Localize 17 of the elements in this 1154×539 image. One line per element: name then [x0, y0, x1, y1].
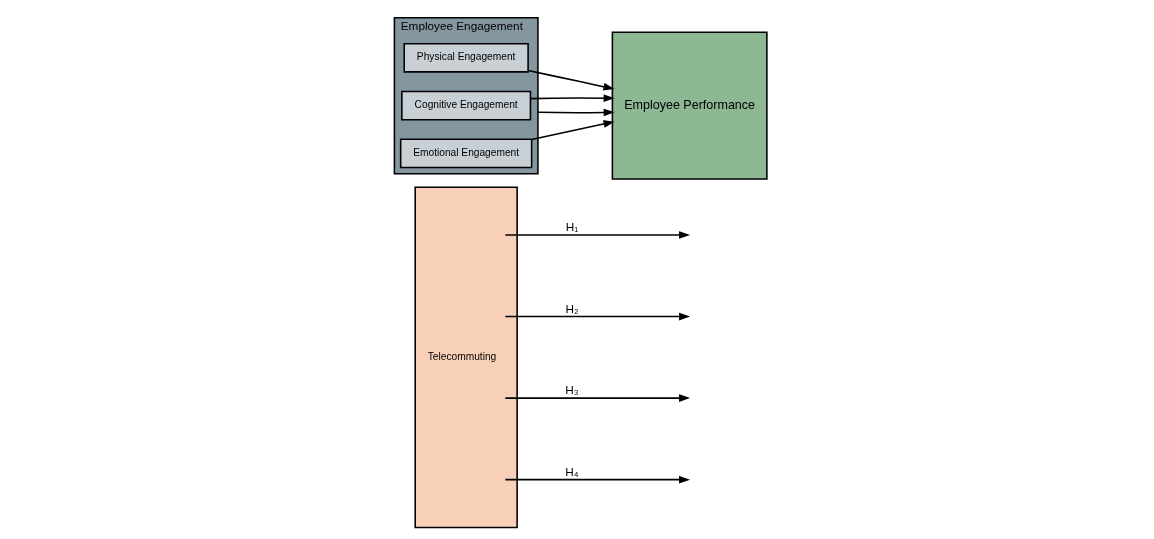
edge-label: H₁ [565, 220, 578, 234]
node-box: Telecommuting [413, 186, 518, 529]
arrow [504, 394, 690, 402]
arrow [529, 94, 615, 102]
arrow [504, 475, 690, 484]
edge-label: H₃ [564, 383, 579, 397]
arrow [530, 120, 615, 141]
node-box: Emotional Engagement [399, 138, 532, 169]
node-box: Employee Performance [611, 31, 768, 180]
arrow [504, 312, 690, 321]
edge-label: H₂ [564, 301, 579, 315]
node-box: Physical Engagement [402, 42, 529, 73]
arrow [526, 69, 614, 91]
node-box: Cognitive Engagement [400, 90, 531, 121]
arrow [536, 108, 615, 117]
arrow [504, 231, 690, 239]
edge-label: H₄ [564, 464, 579, 478]
